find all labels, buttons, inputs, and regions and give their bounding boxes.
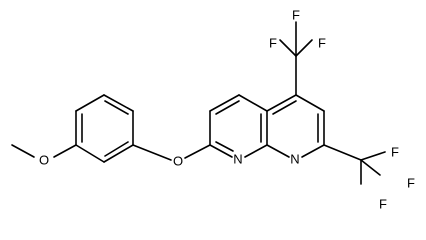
atom-label-f: F [391,145,399,160]
atom-label-n: N [290,152,299,167]
atom-label-f: F [318,36,326,51]
bond [103,94,134,112]
atom-label-n: N [233,152,242,167]
bond-double-inner [215,100,240,115]
bond [209,94,240,112]
atom-label-o: O [39,153,49,168]
bond [266,144,290,158]
atom-label-f: F [407,176,415,191]
bond [238,94,268,112]
bond-double-inner [104,141,129,157]
bond [360,159,381,176]
bond [323,144,362,161]
atom-label-o: O [173,154,183,169]
atom-label-f: F [379,197,387,212]
bond [75,144,105,163]
bond [360,151,386,161]
bonds [11,21,386,185]
bond [184,144,211,159]
bond-double-inner [215,141,234,152]
bond [53,144,77,158]
bond [244,144,268,158]
atom-label-f: F [269,36,277,51]
bond [279,39,297,57]
atom-labels: F F F F F F N N O O [39,8,415,212]
atom-label-f: F [292,8,300,23]
molecule-diagram: F F F F F F N N O O [11,8,415,212]
bond [132,144,172,161]
bond [75,94,105,112]
bond [103,144,134,163]
bond [266,94,297,112]
bond [11,144,35,158]
bond-double-inner [272,100,297,115]
bond [295,94,325,112]
bond [209,144,233,158]
bond-double-inner [104,100,129,115]
bond [295,39,313,57]
bond [301,144,325,158]
